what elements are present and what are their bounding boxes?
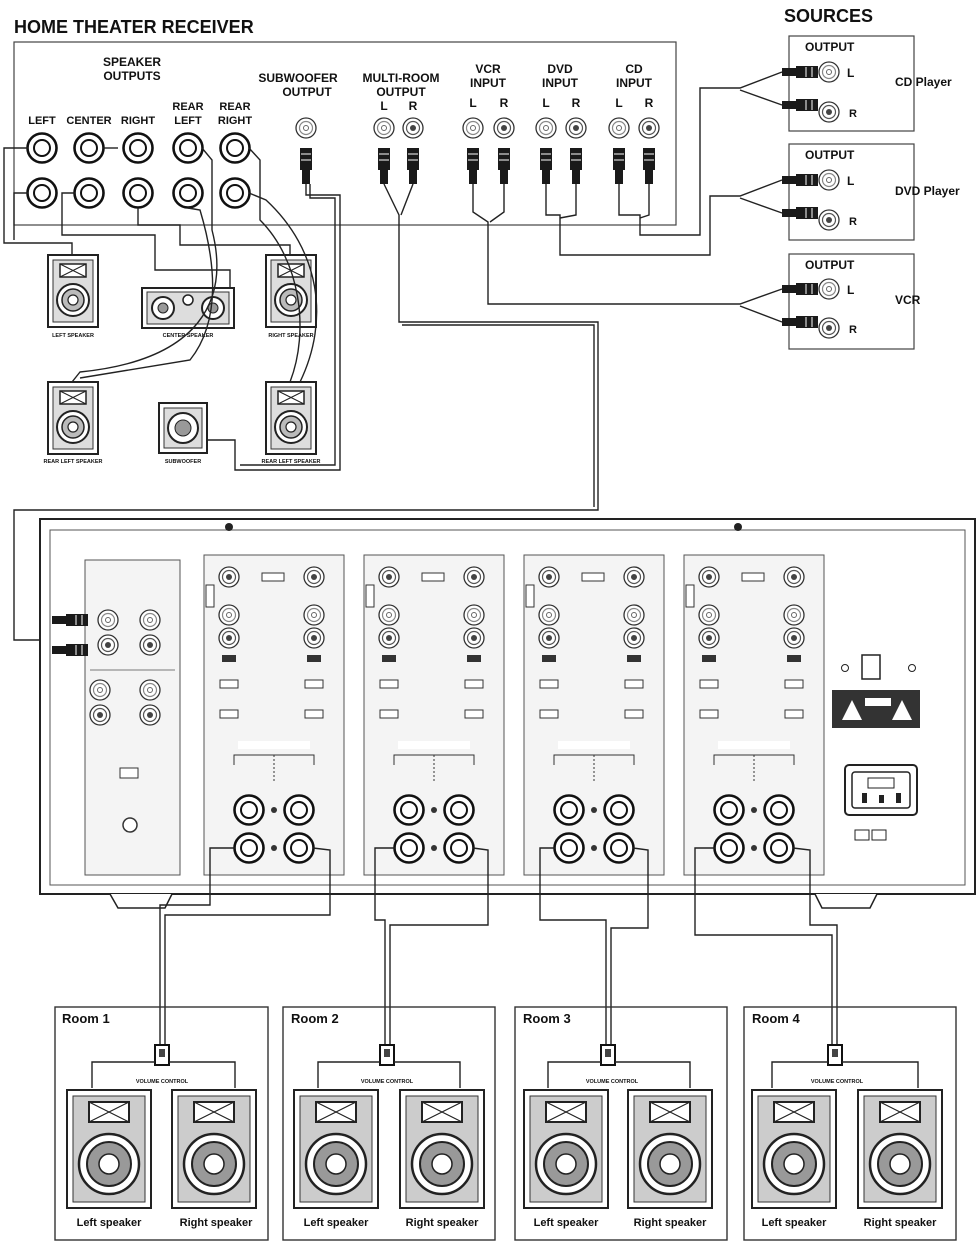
label-subwoofer-2: OUTPUT [282,85,332,99]
dvd-r-label: R [849,216,857,228]
vcr-device-label: VCR [895,293,921,307]
room-3-volume-label: VOLUME CONTROL [586,1079,639,1085]
center-speaker-label: CENTER SPEAKER [163,333,214,339]
subwoofer-jack [295,117,317,139]
room-2-left-speaker-label: Left speaker [304,1217,370,1229]
label-cd-r: R [645,96,654,110]
room-3: Room 3 VOLUME CONTROL Left speaker Right… [514,1006,728,1241]
room-2-volume-label: VOLUME CONTROL [361,1079,414,1085]
vcr-output-label: OUTPUT [805,258,855,272]
room-1-volume-control-icon [154,1044,170,1066]
cd-player-label: CD Player [895,75,952,89]
room-4: Room 4 VOLUME CONTROL Left speaker Right… [743,1006,957,1241]
label-dvd-2: INPUT [542,76,579,90]
left-speaker-label: LEFT SPEAKER [52,333,94,339]
room-1: Room 1 VOLUME CONTROL Left speaker Right… [54,1006,269,1241]
room-1-title: Room 1 [62,1011,110,1026]
label-multiroom-2: OUTPUT [376,85,426,99]
home-speaker-wiring [3,147,341,471]
label-dvd-l: L [542,96,549,110]
label-dvd-1: DVD [547,62,573,76]
label-vcr-l: L [469,96,476,110]
label-rear-left-2: LEFT [174,115,202,127]
right-speaker-label: RIGHT SPEAKER [268,333,313,339]
room-4-title: Room 4 [752,1011,800,1026]
label-subwoofer-1: SUBWOOFER [258,71,338,85]
cd-output-label: OUTPUT [805,40,855,54]
receiver-title: HOME THEATER RECEIVER [14,17,254,37]
room-3-left-speaker-label: Left speaker [534,1217,600,1229]
label-dvd-r: R [572,96,581,110]
room-2-volume-control-icon [379,1044,395,1066]
right-speaker: RIGHT SPEAKER [265,254,317,339]
room-2-right-speaker-label: Right speaker [406,1217,479,1229]
cd-r-label: R [849,108,857,120]
label-right: RIGHT [121,115,156,127]
room-1-volume-label: VOLUME CONTROL [136,1079,189,1085]
room-3-right-speaker-label: Right speaker [634,1217,707,1229]
dvd-l-label: L [847,174,854,188]
vcr-r-label: R [849,324,857,336]
rear-right-speaker-label: REAR LEFT SPEAKER [262,459,321,465]
room-4-left-speaker-label: Left speaker [762,1217,828,1229]
room-2: Room 2 VOLUME CONTROL Left speaker Right… [282,1006,496,1241]
room-4-volume-control-icon [827,1044,843,1066]
label-rear-left-1: REAR [172,101,203,113]
room-2-title: Room 2 [291,1011,339,1026]
room-3-title: Room 3 [523,1011,571,1026]
left-speaker: LEFT SPEAKER [47,254,99,339]
label-cd-2: INPUT [616,76,653,90]
speaker-outputs-label-2: OUTPUTS [103,69,160,83]
vcr-l-label: L [847,283,854,297]
source-dvd-player: OUTPUT L R DVD Player [788,143,960,241]
center-speaker: CENTER SPEAKER [141,287,235,339]
room-1-right-speaker-label: Right speaker [180,1217,253,1229]
label-center: CENTER [66,115,111,127]
label-cd-l: L [615,96,622,110]
room-3-volume-control-icon [600,1044,616,1066]
cd-l-label: L [847,66,854,80]
rear-left-speaker-label: REAR LEFT SPEAKER [44,459,103,465]
rear-right-speaker: REAR LEFT SPEAKER [262,381,321,465]
sources-title: SOURCES [784,6,873,26]
label-multiroom-1: MULTI-ROOM [362,71,439,85]
label-left: LEFT [28,115,56,127]
source-vcr: OUTPUT L R VCR [788,253,921,350]
label-cd-1: CD [625,62,643,76]
source-wiring [13,71,783,641]
room-4-right-speaker-label: Right speaker [864,1217,937,1229]
amp-to-room-wiring [159,847,838,1050]
dvd-player-label: DVD Player [895,184,960,198]
label-multiroom-r: R [409,99,418,113]
rear-left-speaker: REAR LEFT SPEAKER [44,381,103,465]
room-4-volume-label: VOLUME CONTROL [811,1079,864,1085]
label-vcr-r: R [500,96,509,110]
dvd-output-label: OUTPUT [805,148,855,162]
label-rear-right-1: REAR [219,101,250,113]
label-vcr-2: INPUT [470,76,507,90]
label-rear-right-2: RIGHT [218,115,253,127]
subwoofer: SUBWOOFER [158,402,208,465]
subwoofer-label: SUBWOOFER [165,459,201,465]
room-1-left-speaker-label: Left speaker [77,1217,143,1229]
speaker-outputs-label: SPEAKER [103,55,161,69]
label-vcr-1: VCR [475,62,501,76]
label-multiroom-l: L [380,99,387,113]
source-cd-player: OUTPUT L R CD Player [788,35,952,132]
multi-channel-amplifier [39,518,976,909]
